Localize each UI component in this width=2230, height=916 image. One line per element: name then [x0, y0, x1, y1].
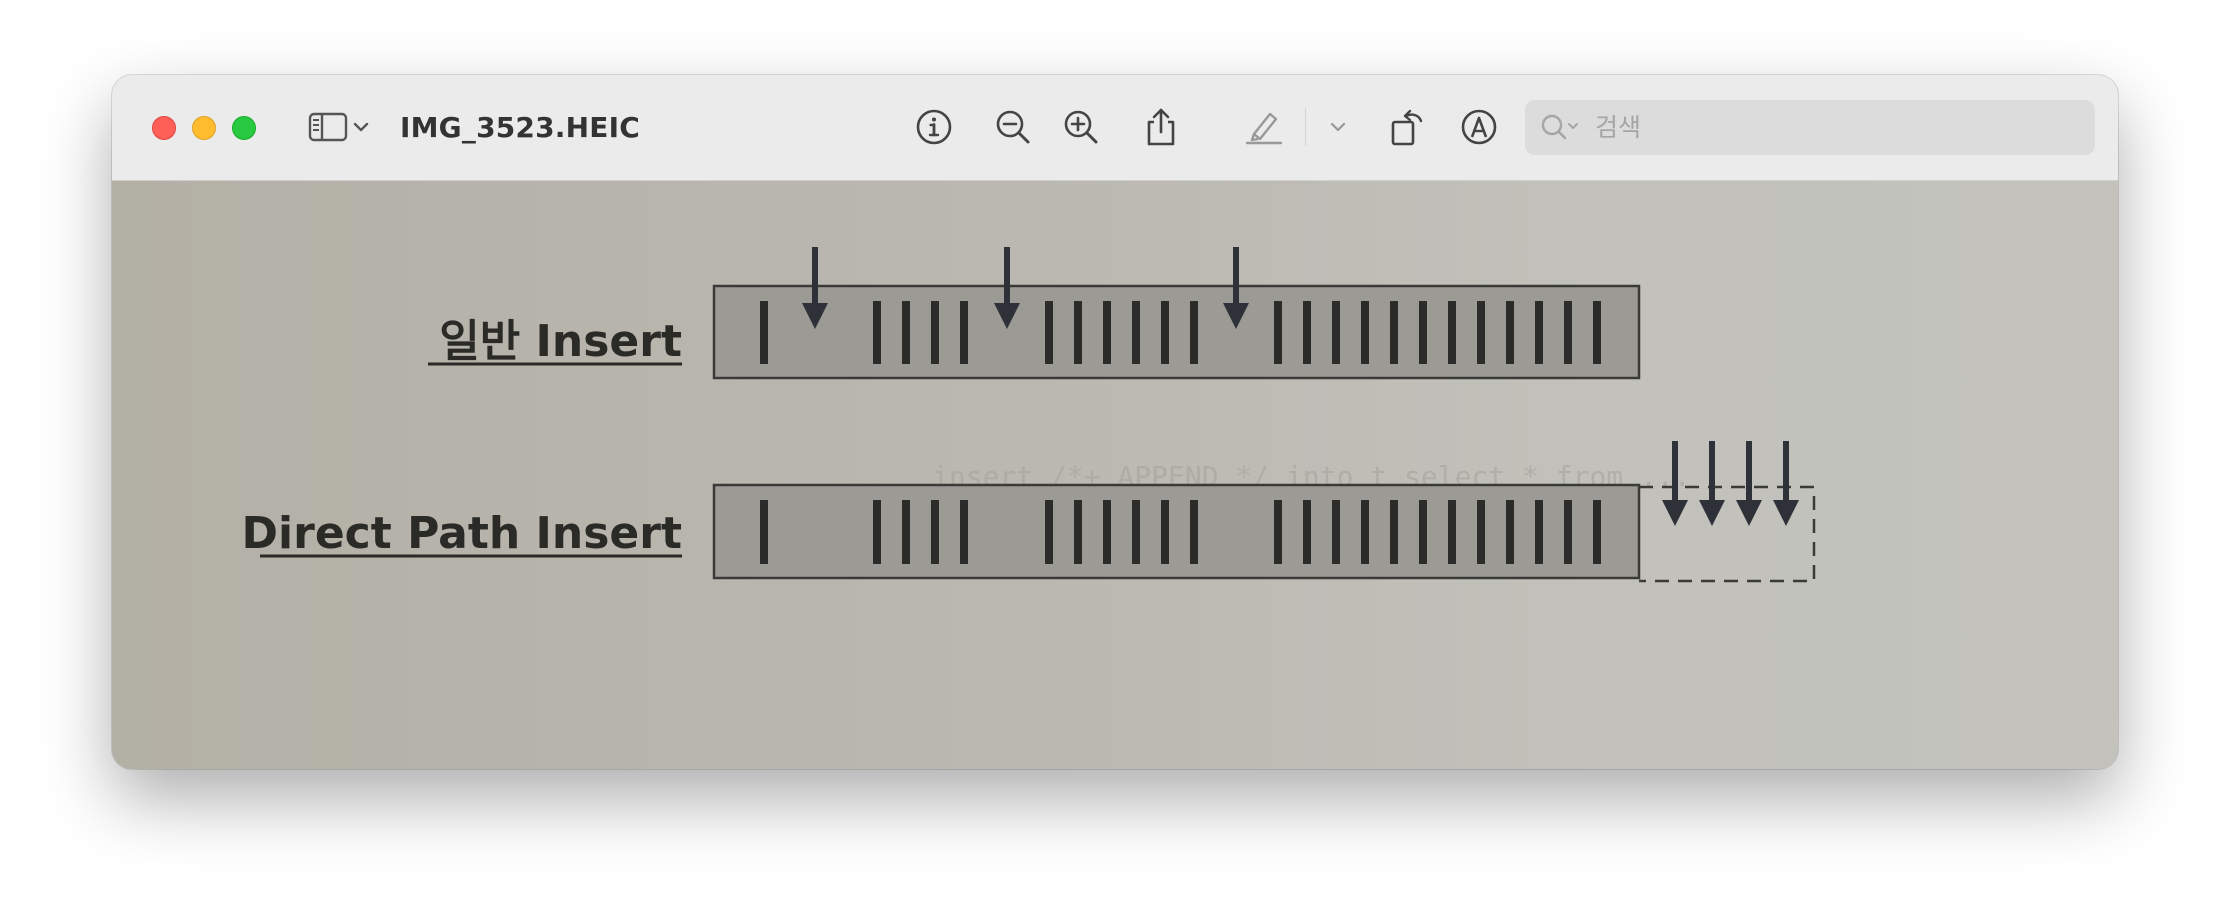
data-block-bar — [931, 500, 939, 564]
data-block-bar — [1390, 500, 1398, 564]
row1-label: 일반 Insert — [439, 316, 682, 367]
data-block-bar — [1593, 301, 1601, 364]
document-content: insert /*+ APPEND */ into t select * fro… — [112, 181, 2118, 769]
insert-arrow-head — [802, 303, 828, 329]
sidebar-toggle-button[interactable] — [306, 105, 350, 149]
data-block-bar — [902, 500, 910, 564]
data-block-bar — [1103, 500, 1111, 564]
markup-icon — [1461, 109, 1497, 145]
data-block-bar — [1419, 301, 1427, 364]
row1-bars — [760, 301, 1601, 364]
insert-arrow-head — [1223, 303, 1249, 329]
insert-arrow-head — [1699, 500, 1725, 526]
search-icon — [1541, 114, 1578, 140]
row2-bars — [760, 500, 1601, 564]
data-block-bar — [1361, 500, 1369, 564]
row1-arrows — [802, 247, 1249, 329]
row2-extension-dashed-box — [1639, 485, 1816, 583]
zoom-out-icon — [996, 110, 1030, 144]
highlight-button[interactable] — [1242, 105, 1286, 149]
row1-block-box — [712, 284, 1641, 380]
data-block-bar — [760, 500, 768, 564]
insert-arrow-head — [1773, 500, 1799, 526]
data-block-bar — [960, 301, 968, 364]
data-block-bar — [1477, 500, 1485, 564]
data-block-bar — [902, 301, 910, 364]
data-block-bar — [1190, 301, 1198, 364]
data-block-bar — [1448, 301, 1456, 364]
titlebar: IMG_3523.HEIC — [112, 75, 2118, 181]
search-input[interactable] — [1525, 100, 2095, 155]
data-block-bar — [1303, 500, 1311, 564]
data-block-bar — [1593, 500, 1601, 564]
preview-window: IMG_3523.HEIC — [112, 75, 2118, 769]
data-block-bar — [1564, 301, 1572, 364]
info-button[interactable] — [912, 105, 956, 149]
data-block-bar — [1506, 301, 1514, 364]
data-block-bar — [1190, 500, 1198, 564]
data-block-bar — [1419, 500, 1427, 564]
data-block-bar — [1074, 301, 1082, 364]
data-block-bar — [1303, 301, 1311, 364]
data-block-bar — [760, 301, 768, 364]
chevron-down-icon — [353, 122, 369, 132]
data-block-bar — [1506, 500, 1514, 564]
data-block-bar — [1161, 500, 1169, 564]
data-block-bar — [1103, 301, 1111, 364]
data-block-bar — [1390, 301, 1398, 364]
data-block-bar — [931, 301, 939, 364]
row2-label: Direct Path Insert — [242, 508, 682, 559]
data-block-bar — [1045, 500, 1053, 564]
highlight-icon — [1245, 112, 1283, 145]
zoom-in-icon — [1064, 110, 1098, 144]
zoom-out-button[interactable] — [991, 105, 1035, 149]
rotate-icon — [1391, 109, 1423, 146]
insert-arrow-head — [1736, 500, 1762, 526]
data-block-bar — [1132, 500, 1140, 564]
chevron-down-icon — [1330, 122, 1346, 132]
rotate-button[interactable] — [1385, 105, 1429, 149]
minimize-window-button[interactable] — [192, 116, 216, 140]
data-block-bar — [1274, 500, 1282, 564]
insert-diagram: insert /*+ APPEND */ into t select * fro… — [242, 247, 1816, 583]
data-block-bar — [1132, 301, 1140, 364]
data-block-bar — [1535, 500, 1543, 564]
data-block-bar — [1074, 500, 1082, 564]
data-block-bar — [873, 500, 881, 564]
data-block-bar — [1332, 500, 1340, 564]
markup-button[interactable] — [1457, 105, 1501, 149]
data-block-bar — [1274, 301, 1282, 364]
document-title: IMG_3523.HEIC — [400, 111, 640, 144]
data-block-bar — [1448, 500, 1456, 564]
info-icon — [916, 109, 952, 145]
highlight-menu-button[interactable] — [1323, 105, 1353, 149]
data-block-bar — [1161, 301, 1169, 364]
sidebar-icon — [308, 112, 348, 142]
insert-arrow-head — [1662, 500, 1688, 526]
data-block-bar — [1045, 301, 1053, 364]
data-block-bar — [1535, 301, 1543, 364]
sidebar-menu-button[interactable] — [348, 105, 374, 149]
row2-block-box — [712, 483, 1641, 580]
data-block-bar — [873, 301, 881, 364]
data-block-bar — [960, 500, 968, 564]
zoom-in-button[interactable] — [1059, 105, 1103, 149]
zoom-window-button[interactable] — [232, 116, 256, 140]
toolbar-separator — [1305, 108, 1306, 146]
data-block-bar — [1564, 500, 1572, 564]
share-icon — [1147, 108, 1175, 146]
close-window-button[interactable] — [152, 116, 176, 140]
data-block-bar — [1477, 301, 1485, 364]
row2-arrows — [1662, 441, 1799, 526]
insert-arrow-head — [994, 303, 1020, 329]
data-block-bar — [1361, 301, 1369, 364]
data-block-bar — [1332, 301, 1340, 364]
share-button[interactable] — [1139, 105, 1183, 149]
